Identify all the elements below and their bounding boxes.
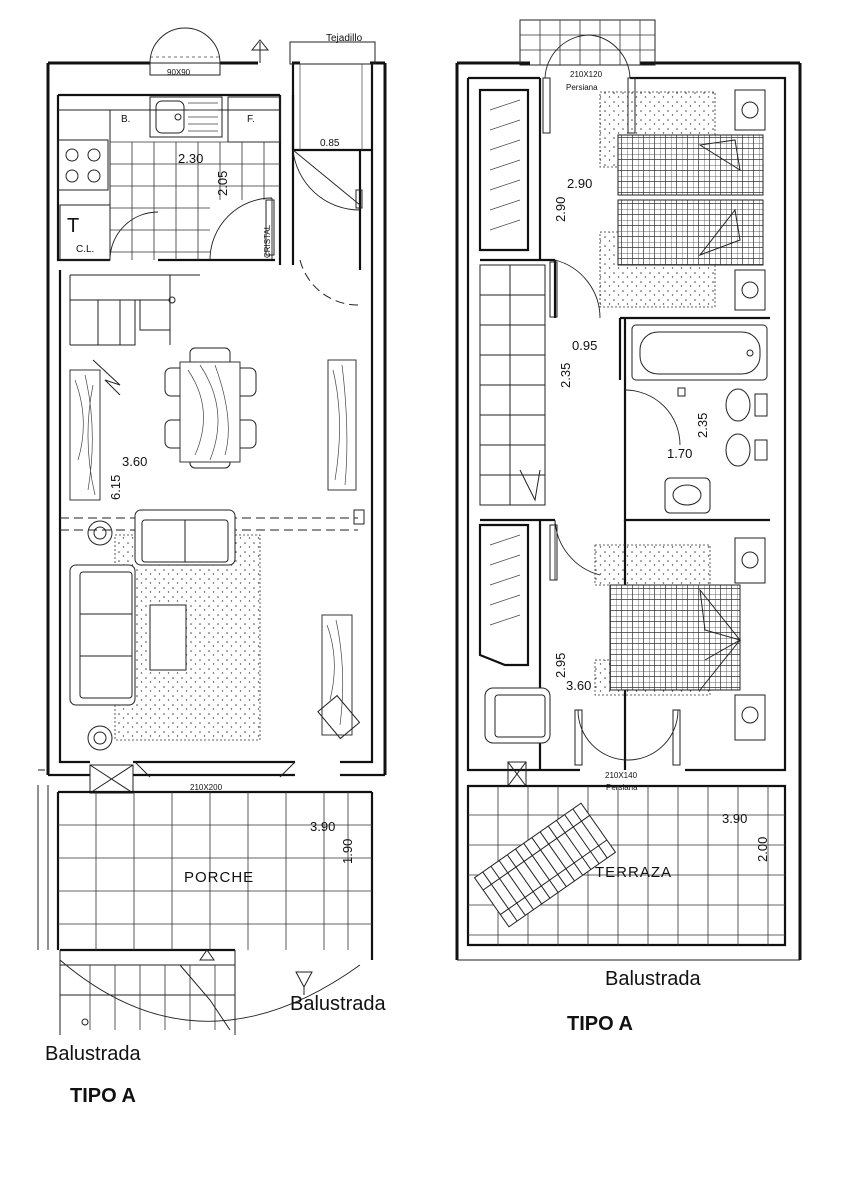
- kitchen-floor-tiles: [110, 141, 280, 260]
- double-bed-upper: [599, 89, 766, 311]
- balustrade-right-label: Balustrada: [290, 993, 386, 1015]
- terrace-depth-dim: 2.00: [755, 837, 770, 862]
- ground-floor-plan: [37, 27, 387, 1035]
- bath-width-dim: 1.70: [667, 446, 692, 461]
- bathroom: [623, 318, 770, 522]
- dining-table: [164, 347, 257, 469]
- upper-type-label: TIPO A: [567, 1013, 633, 1035]
- hall-width-dim: 0.95: [572, 338, 597, 353]
- kitchen-depth-dim: 2.05: [215, 171, 230, 196]
- ground-type-label: TIPO A: [70, 1085, 136, 1107]
- upper-staircase: [479, 264, 546, 506]
- canopy-label: Tejadillo: [326, 33, 363, 44]
- ct-symbol: T: [67, 215, 79, 237]
- kitchen-width-dim: 2.30: [178, 151, 203, 166]
- upper-balustrade-label: Balustrada: [605, 968, 701, 990]
- side-lamps: [87, 520, 113, 751]
- sofa-top: [134, 509, 236, 566]
- bed2-depth-dim: 2.95: [553, 653, 568, 678]
- living-depth-dim: 6.15: [108, 475, 123, 500]
- bed1-width-dim: 2.90: [567, 176, 592, 191]
- bed2-width-dim: 3.60: [566, 678, 591, 693]
- upper-bottom-shutter: Persiana: [606, 783, 638, 792]
- glass-label: CRISTAL: [263, 224, 272, 258]
- upper-floor-plan: [455, 19, 802, 961]
- ct-label: C.L.: [76, 244, 94, 255]
- porch-width-dim: 3.90: [310, 819, 335, 834]
- sofa-left: [69, 564, 136, 706]
- porch-depth-dim: 1.90: [340, 839, 355, 864]
- bath-depth-dim: 2.35: [695, 413, 710, 438]
- balustrade-left-label: Balustrada: [45, 1043, 141, 1065]
- living-width-dim: 3.60: [122, 454, 147, 469]
- lower-bedroom: [478, 518, 766, 787]
- sink-label: B.: [121, 114, 130, 125]
- bed1-depth-dim: 2.90: [553, 197, 568, 222]
- entry-width-dim: 0.85: [320, 138, 340, 149]
- terrace-label: TERRAZA: [595, 864, 672, 881]
- staircase: [69, 274, 200, 501]
- front-steps: [59, 949, 361, 1035]
- upper-top-window-size: 210X120: [570, 70, 603, 79]
- hall-depth-dim: 2.35: [558, 363, 573, 388]
- ground-door-size: 210X200: [190, 783, 223, 792]
- ground-top-window-size: 90X90: [167, 68, 191, 77]
- fridge-label: F.: [247, 114, 255, 125]
- upper-top-shutter: Persiana: [566, 83, 598, 92]
- terrace-width-dim: 3.90: [722, 811, 747, 826]
- porch-area: [56, 790, 374, 960]
- terrace-area: [457, 784, 800, 961]
- upper-bottom-window-size: 210X140: [605, 771, 638, 780]
- porch-label: PORCHE: [184, 869, 254, 886]
